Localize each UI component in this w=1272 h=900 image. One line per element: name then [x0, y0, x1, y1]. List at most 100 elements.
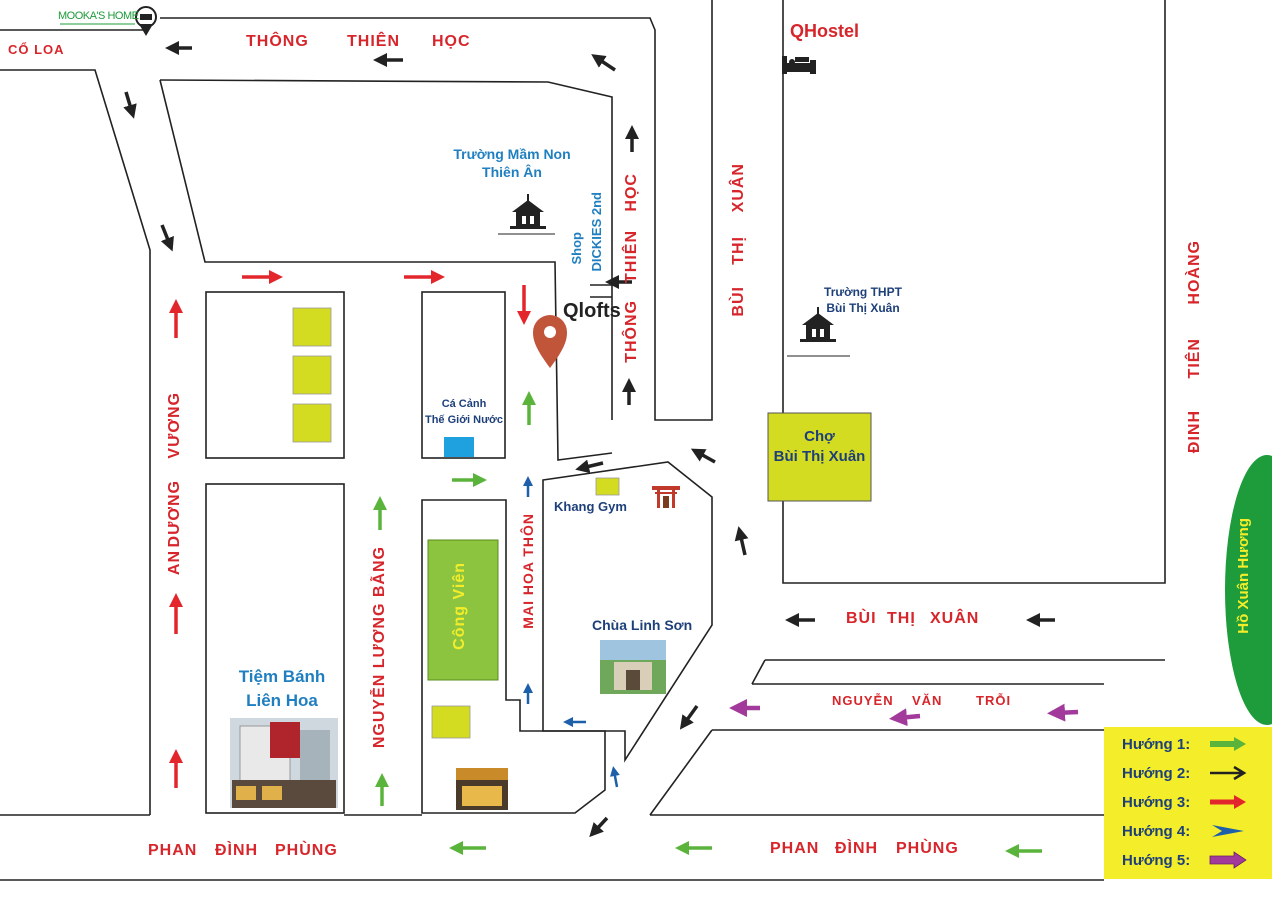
bui-thi-xuan-block: [782, 0, 1166, 584]
street-an-duong-vuong-1: VƯƠNG: [166, 392, 183, 459]
mookas-home-label: MOOKA'S HOME: [58, 10, 139, 22]
street-phan-dinh-phung-l-1: PHAN: [148, 842, 198, 859]
street-bui-thi-xuan-v-2: THỊ: [730, 236, 747, 265]
street-nguyen-van-troi-1: NGUYỄN: [832, 693, 894, 708]
school-icon-mam-non: [510, 194, 546, 229]
truong-mam-non-line2: Thiên Ân: [482, 164, 542, 180]
arrow-black: [575, 459, 604, 474]
block-b: [205, 483, 345, 814]
building-3: [292, 403, 332, 443]
tiem-banh-line1: Tiệm Bánh: [238, 667, 326, 686]
hotel-bed-icon: [782, 56, 816, 74]
truong-thpt-label: Trường THPT Bùi Thị Xuân: [818, 284, 908, 316]
arrow-black: [679, 704, 699, 730]
chua-photo: [600, 640, 666, 694]
truong-mam-non-label: Trường Mầm Non Thiên Ân: [452, 145, 572, 181]
block-a: [205, 291, 345, 459]
cong-vien-label: Công Viên: [451, 562, 468, 650]
street-thong-thien-hoc-top-3: HỌC: [432, 33, 471, 50]
direction-legend: Hướng 1: Hướng 2: Hướng 3: Hướng 4: Hướn…: [1104, 727, 1272, 879]
home-pin-icon: [135, 6, 157, 36]
cho-bui-thi-xuan-block: [767, 412, 872, 502]
street-nguyen-van-troi-3: TRỖI: [976, 693, 1012, 708]
legend-arrow-green: [1210, 737, 1246, 751]
ca-canh-line1: Cá Cảnh: [441, 398, 487, 410]
street-dinh-tien-hoang-1: HOÀNG: [1186, 240, 1203, 305]
street-bui-thi-xuan-h-1: BÙI: [846, 610, 877, 627]
street-thong-thien-hoc-v-3: THÔNG: [623, 300, 640, 363]
legend-arrow-red: [1210, 795, 1246, 809]
street-phan-dinh-phung-r-3: PHÙNG: [896, 840, 959, 857]
arrow-purple: [1047, 703, 1079, 722]
street-dinh-tien-hoang-3: ĐINH: [1186, 410, 1203, 454]
arrow-purple: [889, 708, 921, 727]
street-nguyen-luong-bang: NGUYỄN LƯƠNG BẰNG: [371, 546, 388, 749]
legend-label-5: Hướng 5:: [1122, 852, 1191, 869]
legend-label-3: Hướng 3:: [1122, 794, 1191, 811]
school-icon-thpt: [800, 307, 836, 342]
cho-line1: Chợ: [804, 428, 835, 445]
block-chua: [542, 461, 713, 763]
street-phan-dinh-phung-r-1: PHAN: [770, 840, 820, 857]
truong-thpt-line1: Trường THPT: [824, 285, 902, 299]
truong-mam-non-line1: Trường Mầm Non: [453, 146, 571, 162]
building-2: [292, 355, 332, 395]
location-pin-icon: [533, 315, 567, 368]
street-bui-thi-xuan-h-3: XUÂN: [930, 610, 980, 627]
street-phan-dinh-phung-l-3: PHÙNG: [275, 842, 338, 859]
arrow-black: [690, 448, 716, 464]
legend-row-2: Hướng 2:: [1104, 762, 1272, 784]
tiem-banh-label: Tiệm Bánh Liên Hoa: [222, 665, 342, 713]
arrow-blue: [610, 766, 620, 788]
street-phan-dinh-phung-l-2: ĐÌNH: [215, 842, 259, 859]
street-phan-dinh-phung-r-2: ĐÌNH: [835, 840, 879, 857]
street-an-duong-vuong-2: DƯƠNG: [166, 480, 183, 548]
arrow-black: [123, 91, 137, 119]
street-bui-thi-xuan-v-3: BÙI: [730, 286, 747, 317]
arrow-black: [589, 816, 609, 838]
legend-label-2: Hướng 2:: [1122, 765, 1191, 782]
qhostel-label: QHostel: [790, 21, 860, 41]
chua-linh-son-label: Chùa Linh Sơn: [592, 617, 693, 633]
nvt-corner: [751, 659, 766, 685]
legend-label-1: Hướng 1:: [1122, 736, 1191, 753]
shop-dickies-line2: DICKIES 2nd: [589, 192, 604, 272]
street-dinh-tien-hoang-2: TIÊN: [1186, 338, 1203, 379]
legend-arrow-black: [1210, 765, 1247, 781]
legend-row-1: Hướng 1:: [1104, 733, 1272, 755]
an-duong-vuong-west-edge: [0, 69, 151, 815]
block-nw-edge: [159, 79, 613, 461]
cho-bui-thi-xuan-label: Chợ Bùi Thị Xuân: [768, 427, 871, 467]
street-thong-thien-hoc-v-1: HỌC: [623, 173, 640, 212]
tiem-banh-line2: Liên Hoa: [246, 691, 318, 710]
gate-icon: [652, 486, 680, 508]
cho-line2: Bùi Thị Xuân: [773, 448, 866, 465]
shop-dickies-line1: Shop: [569, 232, 584, 265]
building-1: [292, 307, 332, 347]
ho-xuan-huong-lake: [1225, 455, 1272, 725]
legend-arrow-blue: [1212, 825, 1244, 837]
building-4: [431, 705, 471, 739]
legend-row-4: Hướng 4:: [1104, 820, 1272, 842]
street-nguyen-van-troi-2: VĂN: [912, 693, 943, 708]
ho-xuan-huong-label: Hồ Xuân Hương: [1235, 518, 1252, 634]
bakery-storefront-photo: [456, 768, 508, 810]
cong-vien-park: [427, 539, 499, 681]
ca-canh-line2: Thế Giới Nước: [424, 414, 503, 426]
street-thong-thien-hoc-top-2: THIÊN: [347, 33, 400, 50]
ca-canh-marker: [444, 437, 474, 457]
legend-row-3: Hướng 3:: [1104, 791, 1272, 813]
legend-label-4: Hướng 4:: [1122, 823, 1191, 840]
arrow-black: [734, 526, 749, 556]
khang-gym-block: [595, 477, 620, 496]
street-bui-thi-xuan-h-2: THỊ: [887, 610, 916, 627]
street-bui-thi-xuan-v-1: XUÂN: [730, 163, 747, 213]
thong-thien-hoc-outer: [160, 0, 713, 421]
truong-thpt-line2: Bùi Thị Xuân: [826, 301, 900, 315]
street-co-loa: CỔ LOA: [8, 42, 65, 57]
tiem-banh-photo: [230, 718, 338, 808]
street-thong-thien-hoc-top-1: THÔNG: [246, 33, 309, 50]
